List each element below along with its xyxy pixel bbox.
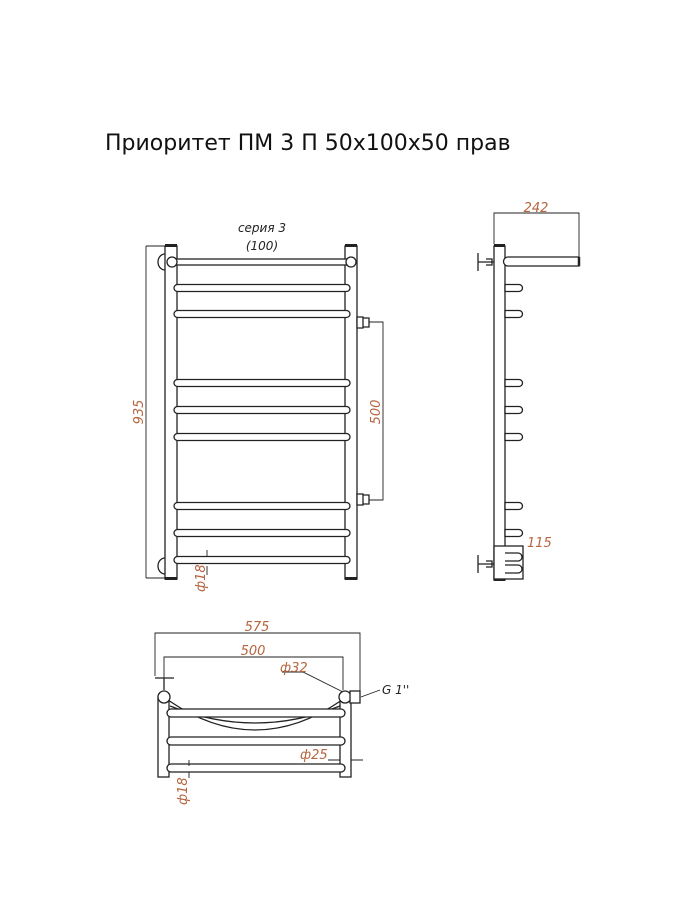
depth-dim: 242 xyxy=(524,201,549,216)
top-view: 575 500 ф32 G 1'' ф25 ф18 xyxy=(154,620,409,805)
side-stubs xyxy=(504,283,524,538)
front-rail-diameter: ф18 xyxy=(194,564,209,592)
rail xyxy=(173,501,351,511)
rail xyxy=(173,283,351,293)
rail-stub xyxy=(504,309,524,319)
rail xyxy=(166,736,346,746)
rail-stub xyxy=(504,378,524,388)
valve-top xyxy=(477,253,494,271)
top-view-left-post xyxy=(157,696,170,778)
rail-stub xyxy=(504,283,524,293)
rail-stub xyxy=(504,432,524,442)
width-dim: 575 xyxy=(245,620,270,635)
rail xyxy=(173,555,351,565)
rail-stub xyxy=(504,405,524,415)
connector-bottom xyxy=(356,493,370,506)
post-diameter: ф25 xyxy=(300,748,328,763)
rail-stub xyxy=(504,501,524,511)
front-view: серия 3 (100) 500 935 ф18 xyxy=(132,221,384,592)
collector-diameter: ф32 xyxy=(280,661,308,676)
height-dim: 935 xyxy=(132,400,147,425)
rail xyxy=(173,528,351,538)
drawing-title: Приоритет ПМ 3 П 50x100x50 прав xyxy=(105,131,511,156)
connection-dim: 500 xyxy=(369,400,384,425)
rail xyxy=(173,405,351,415)
series-sub-label: (100) xyxy=(246,239,278,253)
rail xyxy=(166,708,346,718)
top-rail-diameter: ф18 xyxy=(176,777,191,805)
rail xyxy=(171,258,352,266)
rail xyxy=(173,432,351,442)
side-post xyxy=(493,245,506,581)
thread-label: G 1'' xyxy=(382,683,409,697)
rail xyxy=(173,309,351,319)
connector-top xyxy=(356,316,370,329)
rail xyxy=(173,378,351,388)
side-view: 242 115 xyxy=(477,201,581,581)
rail xyxy=(166,763,346,773)
top-bar xyxy=(502,256,580,267)
collector-left xyxy=(157,690,171,704)
rail-stub xyxy=(504,528,524,538)
valve-bottom xyxy=(477,555,494,573)
series-label: серия 3 xyxy=(238,221,286,235)
top-rails xyxy=(166,708,346,773)
bottom-dim: 115 xyxy=(527,536,552,551)
front-rails xyxy=(171,258,352,565)
collector-right xyxy=(338,690,352,704)
center-dim: 500 xyxy=(241,644,266,659)
